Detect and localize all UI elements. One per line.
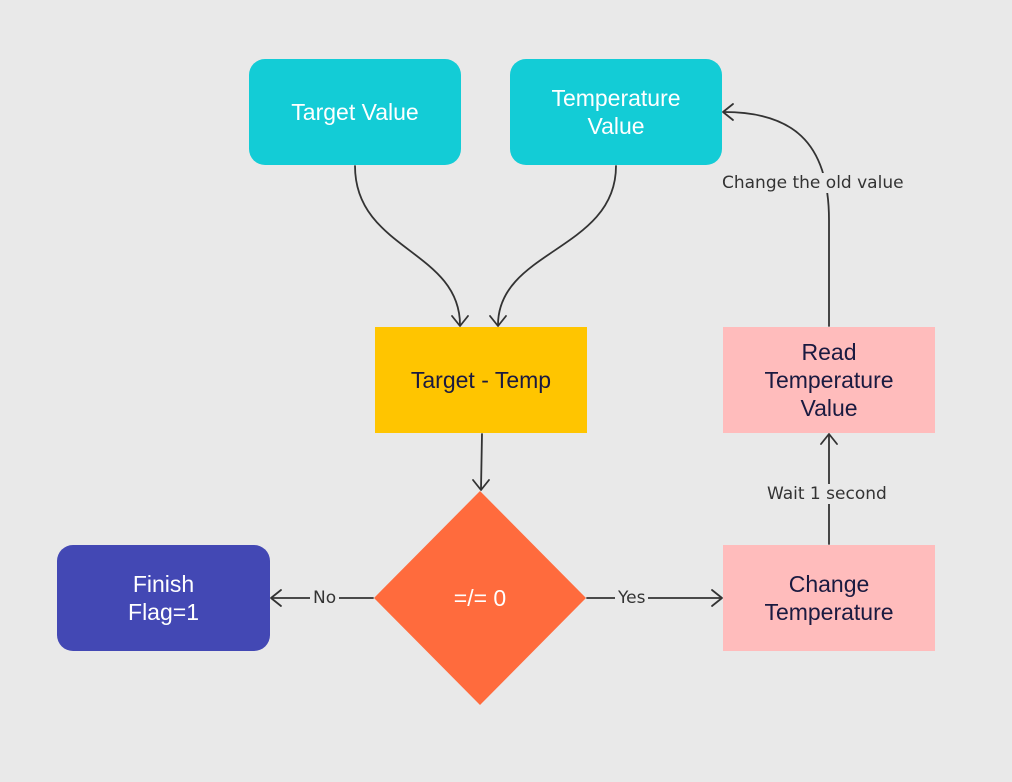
finish-node: Finish Flag=1 <box>57 545 270 651</box>
arrowhead-target-value-to-target-temp <box>451 315 469 327</box>
decision-diamond-shape <box>374 491 586 705</box>
decision-node: =/= 0 <box>374 491 586 705</box>
arrowhead-temperature-value-to-target-temp <box>489 315 507 327</box>
arrowhead-target-temp-to-decision <box>472 479 490 491</box>
edge-read-temp-to-temperature-value <box>723 111 830 327</box>
edge-label-change-old-value: Change the old value <box>719 173 907 193</box>
decision-label: =/= 0 <box>453 585 507 611</box>
change-temperature-node: Change Temperature <box>723 545 935 651</box>
arrowhead-change-temp-to-read-temp <box>820 433 838 445</box>
edge-target-value-to-target-temp <box>354 165 461 326</box>
edge-target-temp-to-decision <box>480 433 483 490</box>
arrowhead-decision-to-change-temp <box>711 589 723 607</box>
target-value-node: Target Value <box>249 59 461 165</box>
edge-label-yes: Yes <box>615 588 649 608</box>
read-temperature-node: Read Temperature Value <box>723 327 935 433</box>
edge-temperature-value-to-target-temp <box>497 165 617 326</box>
temperature-value-node: Temperature Value <box>510 59 722 165</box>
arrowhead-decision-to-finish <box>270 589 282 607</box>
arrowhead-read-temp-to-temperature-value <box>722 103 734 121</box>
edge-label-no: No <box>310 588 340 608</box>
target-minus-temp-node: Target - Temp <box>375 327 587 433</box>
edge-label-wait-1-second: Wait 1 second <box>764 484 890 504</box>
